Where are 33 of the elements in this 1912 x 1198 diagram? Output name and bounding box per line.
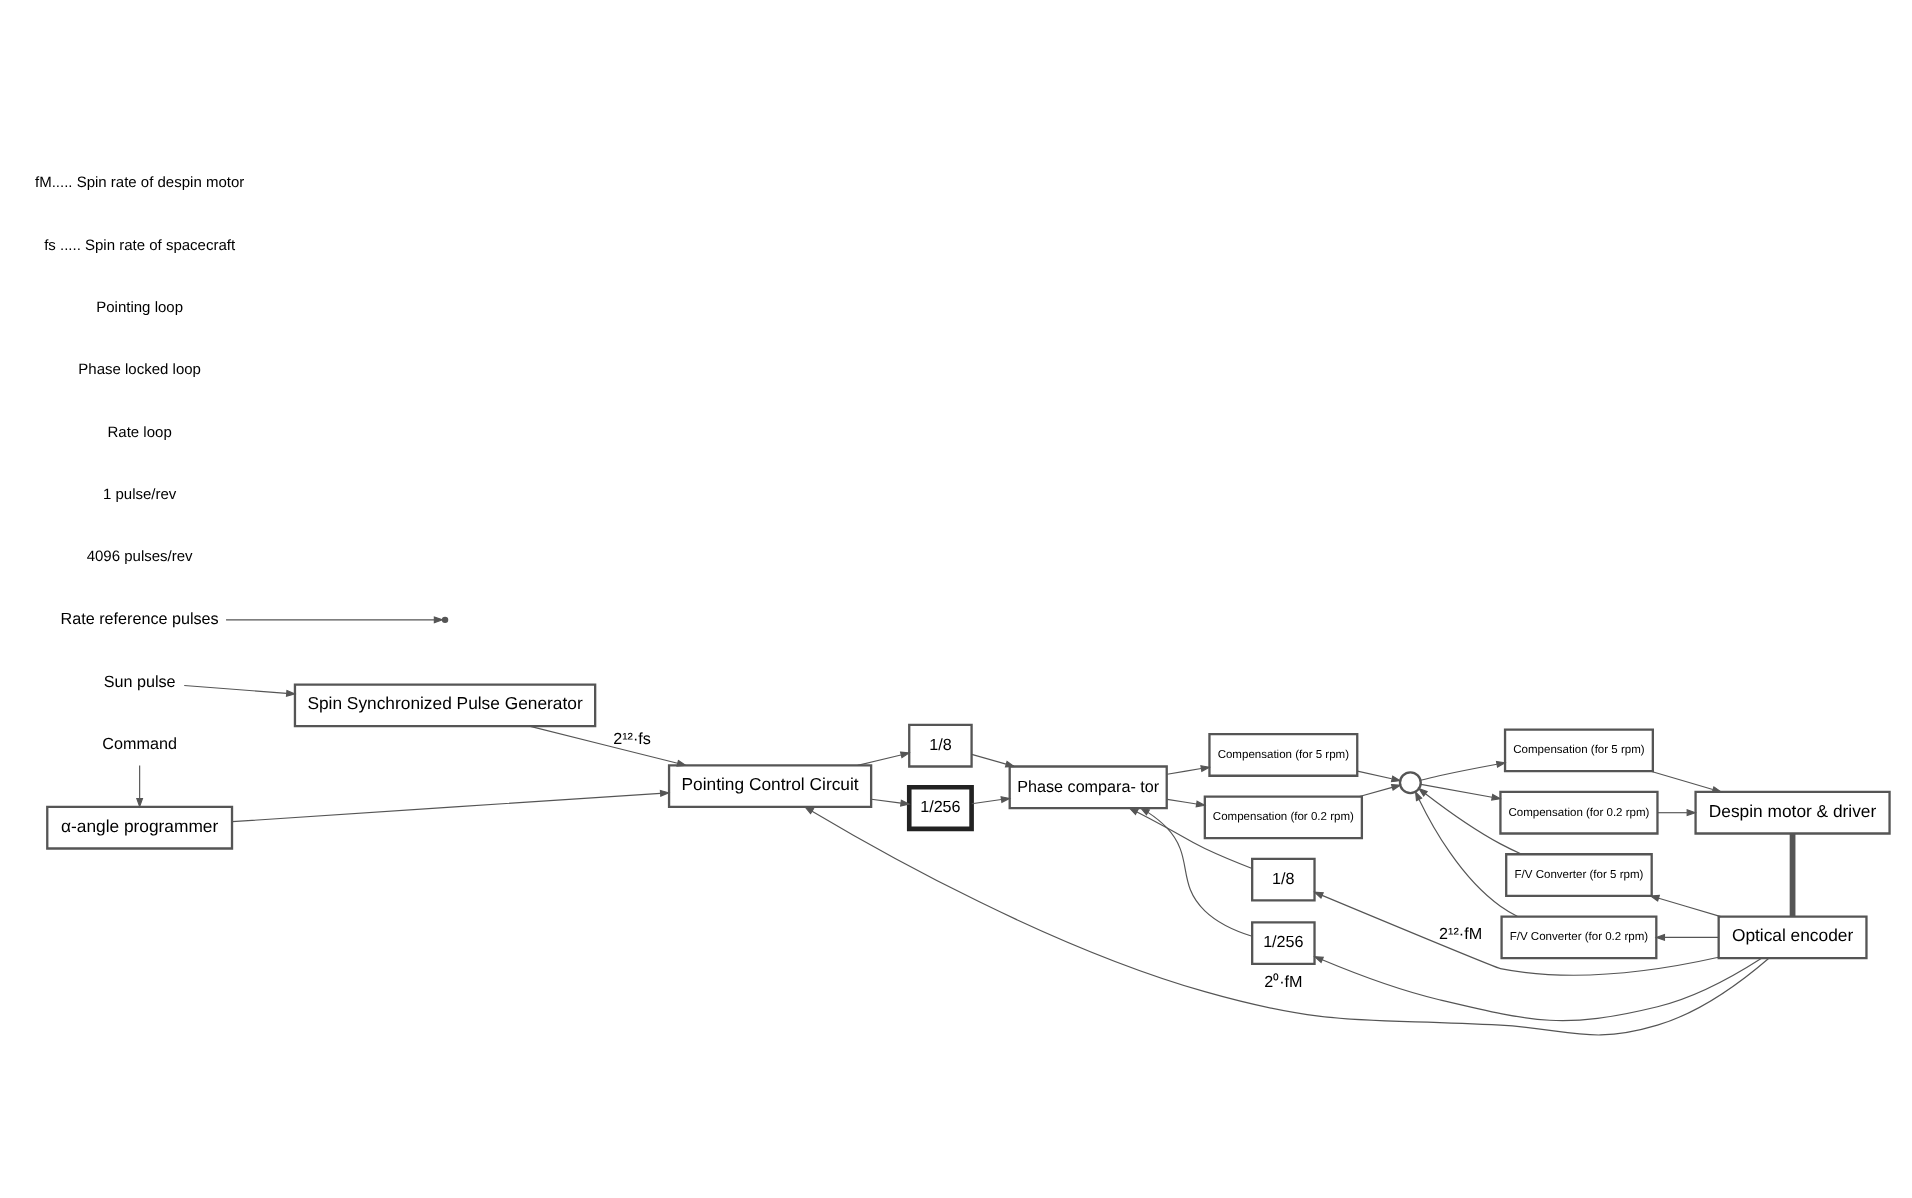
connector — [1789, 833, 1796, 917]
arrow — [1166, 798, 1207, 808]
arrow — [1166, 765, 1212, 775]
arrow — [1650, 770, 1723, 793]
arrow — [870, 798, 911, 807]
arrow — [1313, 956, 1762, 1022]
node-box: Despin motor & driver — [1694, 790, 1891, 835]
arrow — [1414, 790, 1519, 918]
node-box: Spin Synchronized Pulse Generator — [293, 683, 597, 728]
node-box: Pointing Control Circuit — [667, 764, 873, 809]
node-circle — [1398, 771, 1422, 795]
arrow — [971, 796, 1012, 805]
arrow — [1313, 891, 1720, 976]
arrow — [136, 764, 144, 809]
arrow — [231, 789, 671, 823]
arrow — [1420, 760, 1507, 781]
arrow — [1657, 809, 1697, 817]
arrow — [1139, 807, 1253, 937]
node-box: α-angle programmer — [46, 805, 234, 850]
arrow — [971, 753, 1016, 768]
arrow — [1654, 933, 1719, 942]
node-box: Optical encoder — [1717, 915, 1868, 960]
arrow — [1128, 807, 1253, 870]
arrow — [1417, 787, 1523, 855]
arrow — [803, 806, 1770, 1036]
arrow — [1420, 783, 1502, 801]
arrow — [1356, 770, 1402, 783]
arrow — [183, 684, 297, 697]
arrow — [857, 751, 911, 766]
arrow — [225, 616, 445, 624]
arrow — [1359, 784, 1402, 798]
arrow — [528, 725, 688, 767]
arrow — [1649, 894, 1722, 918]
